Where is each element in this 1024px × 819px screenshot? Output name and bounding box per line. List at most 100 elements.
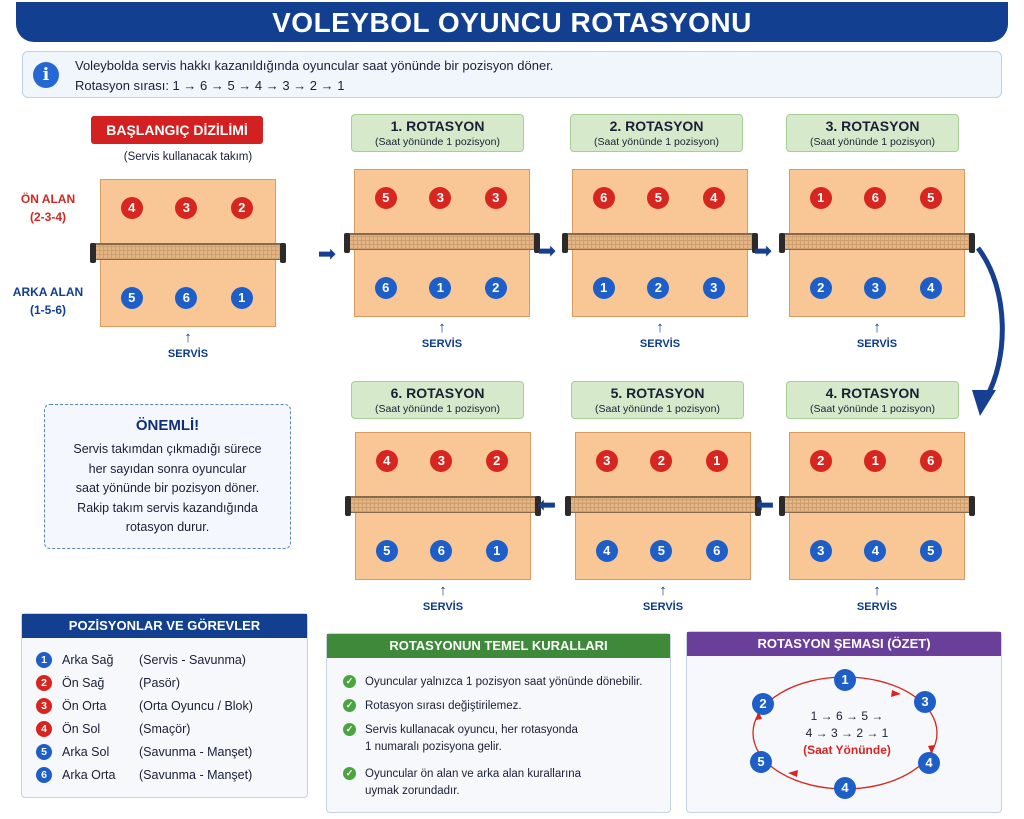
check-icon: ✓ <box>343 675 356 688</box>
position-row: 2 Ön Sağ (Pasör) <box>36 675 306 691</box>
front-player: 2 <box>650 450 673 472</box>
serve-indicator: ↑SERVİS <box>837 583 917 614</box>
net <box>565 496 761 516</box>
position-role: (Savunma - Manşet) <box>139 745 253 759</box>
back-player: 1 <box>592 277 615 299</box>
rotation-title: 1. ROTASYON <box>390 118 485 134</box>
serve-label: SERVİS <box>639 338 681 350</box>
rotation-header: 3. ROTASYON (Saat yönünde 1 pozisyon) <box>786 114 959 152</box>
front-player: 3 <box>175 197 198 219</box>
arrow-right-icon: ➡ <box>317 241 337 266</box>
rules-title: ROTASYONUN TEMEL KURALLARI <box>327 634 670 658</box>
rotation-title: 2. ROTASYON <box>609 118 704 134</box>
back-player: 5 <box>650 540 673 562</box>
back-player: 2 <box>809 277 832 299</box>
back-player: 5 <box>120 287 143 309</box>
rotation-header: 6. ROTASYON(Saat yönünde 1 pozisyon) <box>351 381 524 419</box>
back-player: 5 <box>375 540 398 562</box>
cycle-node: 2 <box>752 693 774 715</box>
position-number: 6 <box>36 767 52 783</box>
position-name: Arka Orta <box>62 768 116 782</box>
serve-indicator: ↑SERVİS <box>403 583 483 614</box>
arrow-up-icon: ↑ <box>659 582 667 599</box>
net <box>779 496 975 516</box>
back-player: 5 <box>919 540 942 562</box>
position-name: Ön Sağ <box>62 676 105 690</box>
serve-label: SERVİS <box>421 338 463 350</box>
back-player: 1 <box>429 277 452 299</box>
back-player: 2 <box>484 277 507 299</box>
info-line-2: Rotasyon sırası: 1 → 6 → 5 → 4 → 3 → 2 →… <box>75 78 345 93</box>
back-player: 2 <box>647 277 670 299</box>
position-name: Ön Orta <box>62 699 107 713</box>
summary-title: ROTASYON ŞEMASI (ÖZET) <box>687 632 1001 656</box>
back-player: 3 <box>864 277 887 299</box>
rotation-subtitle: (Saat yönünde 1 pozisyon) <box>375 136 500 148</box>
cycle-sequence: 1 → 6 → 5 → 4 → 3 → 2 → 1 (Saat Yönünde) <box>803 709 891 757</box>
serve-label: SERVİS <box>422 601 464 613</box>
front-zone-label: ÖN ALAN(2-3-4) <box>20 192 76 224</box>
rule-text: Rotasyon sırası değiştirilemez. <box>365 700 522 712</box>
serve-label: SERVİS <box>642 601 684 613</box>
rotation-subtitle: (Saat yönünde 1 pozisyon) <box>810 136 935 148</box>
position-role: (Smaçör) <box>139 722 191 736</box>
rotation-header: 5. ROTASYON(Saat yönünde 1 pozisyon) <box>571 381 744 419</box>
position-number: 2 <box>36 675 52 691</box>
net <box>344 233 540 253</box>
back-player: 4 <box>864 540 887 562</box>
front-player: 6 <box>864 187 887 209</box>
info-icon: i <box>33 62 59 88</box>
rule-text: 1 numaralı pozisyona gelir. <box>365 741 502 753</box>
cycle-node: 1 <box>834 669 856 691</box>
rotation-title: 4. ROTASYON <box>825 385 920 401</box>
arrow-up-icon: ↑ <box>656 319 664 336</box>
front-player: 3 <box>429 187 452 209</box>
curved-arrow-icon <box>972 246 1005 416</box>
check-icon: ✓ <box>343 699 356 712</box>
position-row: 6 Arka Orta (Savunma - Manşet) <box>36 767 306 783</box>
start-subtitle: (Servis kullanacak takım) <box>123 151 253 163</box>
info-box: i Voleybolda servis hakkı kazanıldığında… <box>22 51 1002 98</box>
back-player: 3 <box>809 540 832 562</box>
back-player: 4 <box>919 277 942 299</box>
serve-label: SERVİS <box>167 348 209 360</box>
page-title: VOLEYBOL OYUNCU ROTASYONU <box>16 2 1008 42</box>
arrow-up-icon: ↑ <box>184 329 192 346</box>
front-player: 1 <box>864 450 887 472</box>
net <box>779 233 975 253</box>
position-number: 3 <box>36 698 52 714</box>
back-player: 6 <box>175 287 198 309</box>
check-icon: ✓ <box>343 723 356 736</box>
front-player: 6 <box>919 450 942 472</box>
cycle-arrowhead <box>891 690 901 697</box>
position-role: (Pasör) <box>139 676 180 690</box>
arrow-up-icon: ↑ <box>438 319 446 336</box>
position-number: 4 <box>36 721 52 737</box>
back-player: 6 <box>430 540 453 562</box>
rotation-title: 3. ROTASYON <box>825 118 920 134</box>
front-player: 2 <box>485 450 508 472</box>
back-player: 3 <box>702 277 725 299</box>
position-role: (Savunma - Manşet) <box>139 768 253 782</box>
net <box>90 243 286 263</box>
rule-text: uymak zorundadır. <box>365 785 460 797</box>
cycle-arrowhead <box>788 770 798 777</box>
rule-text: Oyuncular ön alan ve arka alan kuralları… <box>365 768 582 780</box>
arrow-left-icon: ⬅ <box>755 492 775 517</box>
net-pole <box>345 496 351 516</box>
rotation-header: 2. ROTASYON(Saat yönünde 1 pozisyon) <box>570 114 743 152</box>
cycle-node: 3 <box>914 691 936 713</box>
net-pole <box>535 496 541 516</box>
rotation-subtitle: (Saat yönünde 1 pozisyon) <box>595 403 720 415</box>
rotation-subtitle: (Saat yönünde 1 pozisyon) <box>375 403 500 415</box>
serve-label: SERVİS <box>856 338 898 350</box>
front-player: 5 <box>647 187 670 209</box>
